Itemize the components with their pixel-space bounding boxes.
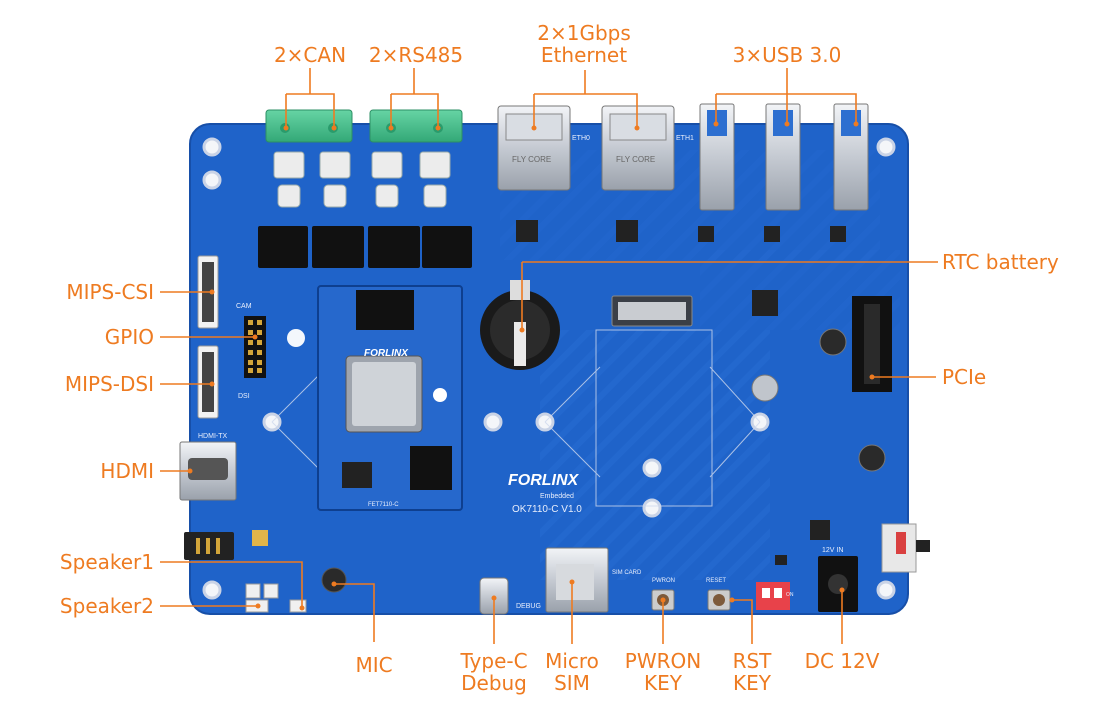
label-pwron-line1: PWRON	[624, 649, 702, 673]
audio-jack	[184, 530, 268, 560]
dip-switch: ON	[756, 582, 794, 610]
label-rst-line1: RST	[732, 649, 772, 673]
label-usb: 3×USB 3.0	[732, 43, 842, 67]
eth1-jack-text: FLY CORE	[616, 155, 655, 164]
eth0-jack-text: FLY CORE	[512, 155, 551, 164]
pcie-slot	[852, 296, 892, 392]
gpio-header	[244, 316, 266, 378]
sim-slot: SIM CARD	[545, 547, 642, 613]
callout-lines	[160, 68, 938, 644]
som-module: FORLINX FET7110-C	[317, 285, 463, 511]
silk-dsi: DSI	[238, 393, 250, 400]
som-brand: FORLINX	[364, 348, 409, 359]
silk-12v: 12V IN	[822, 547, 843, 554]
label-mic: MIC	[355, 653, 393, 677]
dc-jack: 12V IN	[818, 547, 858, 612]
label-mipi-dsi: MIPS-DSI	[64, 372, 154, 396]
label-pcie: PCIe	[942, 365, 987, 389]
label-sim-line1: Micro	[545, 649, 599, 673]
silk-debug: DEBUG	[516, 603, 541, 610]
label-sim-line2: SIM	[554, 671, 590, 695]
label-dc-12v: DC 12V	[804, 649, 880, 673]
label-hdmi: HDMI	[100, 459, 154, 483]
label-ethernet-line2: Ethernet	[540, 43, 628, 67]
label-rst-line2: KEY	[733, 671, 771, 695]
board-model: OK7110-C V1.0	[512, 504, 582, 515]
silk-hdmi: HDMI-TX	[198, 433, 227, 440]
label-typec-line1: Type-C	[460, 649, 528, 673]
dip-on: ON	[786, 592, 794, 598]
label-pwron-line2: KEY	[644, 671, 682, 695]
label-can: 2×CAN	[273, 43, 347, 67]
usb-ports	[699, 103, 869, 211]
label-ethernet-line1: 2×1Gbps	[537, 21, 631, 45]
label-speaker1: Speaker1	[59, 550, 154, 574]
label-rtc-battery: RTC battery	[942, 250, 1059, 274]
silk-sim: SIM CARD	[612, 570, 642, 576]
mic-component	[321, 567, 347, 593]
label-typec-line2: Debug	[461, 671, 527, 695]
terminal-blocks	[265, 109, 463, 143]
som-model: FET7110-C	[368, 502, 399, 508]
silk-eth1: ETH1	[676, 135, 694, 142]
silk-cam: CAM	[236, 303, 252, 310]
mounting-holes	[202, 137, 896, 600]
callout-dots	[187, 121, 875, 611]
silk-reset: RESET	[706, 578, 726, 584]
board-brand-sub: Embedded	[540, 493, 574, 500]
label-mipi-csi: MIPS-CSI	[66, 280, 154, 304]
hdmi-connector: HDMI-TX	[179, 433, 237, 501]
silk-eth0: ETH0	[572, 135, 590, 142]
label-speaker2: Speaker2	[59, 594, 154, 618]
ethernet-jacks: FLY CORE FLY CORE ETH0 ETH1	[497, 105, 694, 191]
label-rs485: 2×RS485	[368, 43, 464, 67]
label-gpio: GPIO	[104, 325, 154, 349]
board-brand: FORLINX	[508, 472, 580, 489]
silk-pwron: PWRON	[652, 578, 675, 584]
power-switch	[881, 523, 930, 573]
